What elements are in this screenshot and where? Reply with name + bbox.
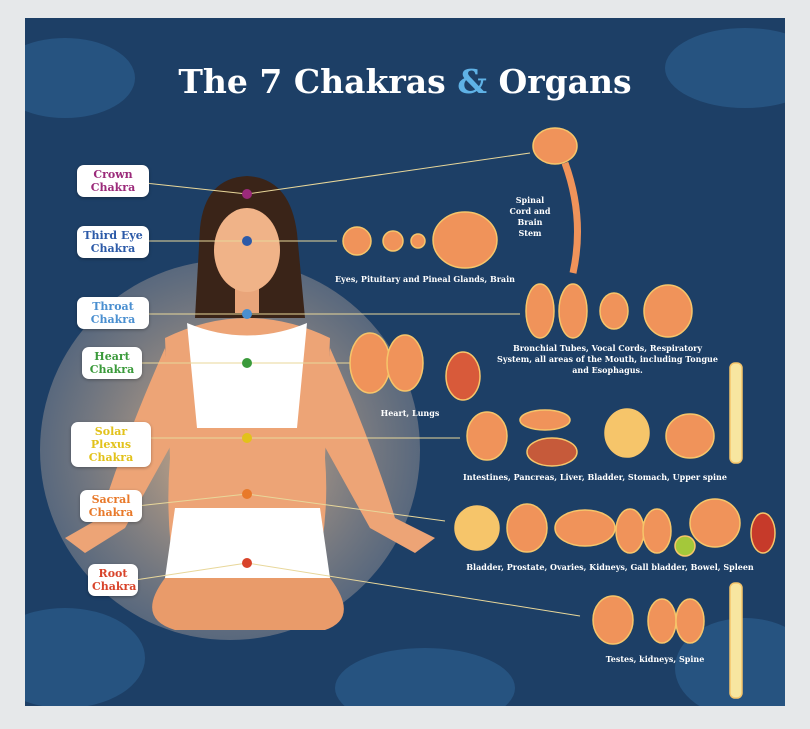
page-title: The 7 Chakras & Organs bbox=[25, 62, 785, 101]
heart-lungs-icon bbox=[349, 332, 391, 394]
liver-icon bbox=[526, 437, 578, 467]
bladder-icon bbox=[604, 408, 650, 458]
root-dot bbox=[242, 558, 252, 568]
throat-dot bbox=[242, 309, 252, 319]
sacral-organs-caption: Bladder, Prostate, Ovaries, Kidneys, Gal… bbox=[466, 562, 754, 572]
gall-bladder-icon bbox=[674, 535, 696, 557]
stomach-icon bbox=[665, 413, 715, 459]
spleen-icon bbox=[750, 512, 776, 554]
brain-icon bbox=[432, 211, 498, 269]
heart-organs-caption: Heart, Lungs bbox=[380, 408, 440, 418]
spine-icon bbox=[729, 362, 743, 464]
intestines-icon bbox=[466, 411, 508, 461]
connector-lines bbox=[134, 152, 581, 617]
third-eye-dot bbox=[242, 236, 252, 246]
lungs-icon bbox=[525, 283, 555, 339]
testes-icon bbox=[592, 595, 634, 645]
bladder2-icon bbox=[454, 505, 500, 551]
brain-stem-icon bbox=[532, 127, 578, 165]
solar-plexus-dot bbox=[242, 433, 252, 443]
heart-dot bbox=[242, 358, 252, 368]
tongue-icon bbox=[643, 284, 693, 338]
chakra-dots bbox=[242, 189, 252, 568]
organ-illustrations bbox=[342, 127, 776, 699]
pancreas-icon bbox=[519, 409, 571, 431]
third-eye-organs-caption: Eyes, Pituitary and Pineal Glands, Brain bbox=[335, 274, 515, 284]
throat-organs-caption: Bronchial Tubes, Vocal Cords, Respirator… bbox=[497, 343, 718, 375]
title-ampersand: & bbox=[457, 62, 487, 101]
ovaries-icon bbox=[554, 509, 616, 547]
crown-dot bbox=[242, 189, 252, 199]
kidney-icon bbox=[647, 598, 677, 644]
heart-icon bbox=[445, 351, 481, 401]
vocal-cords-icon bbox=[599, 292, 629, 330]
sacral-dot bbox=[242, 489, 252, 499]
solar-plexus-organs-caption: Intestines, Pancreas, Liver, Bladder, St… bbox=[463, 472, 727, 482]
kidney-icon bbox=[615, 508, 645, 554]
spine-icon bbox=[729, 582, 743, 699]
eye-icon bbox=[342, 226, 372, 256]
bowel-icon bbox=[689, 498, 741, 548]
illustration bbox=[25, 28, 785, 706]
title-text: The 7 Chakras bbox=[178, 62, 458, 101]
title-text-rest: Organs bbox=[486, 62, 632, 101]
root-organs-caption: Testes, kidneys, Spine bbox=[605, 654, 705, 664]
prostate-icon bbox=[506, 503, 548, 553]
meditating-woman bbox=[65, 176, 435, 630]
crown-organs-caption: Spinal Cord and Brain Stem bbox=[509, 195, 551, 238]
